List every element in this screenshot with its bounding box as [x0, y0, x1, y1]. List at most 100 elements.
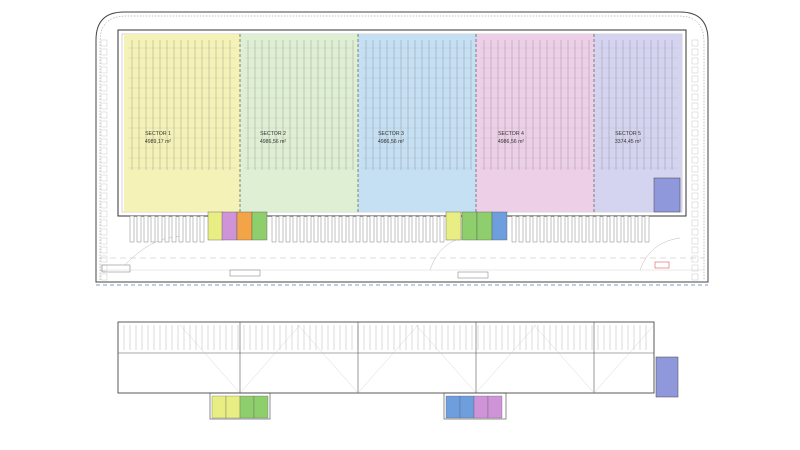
dock-bay: [313, 215, 319, 243]
dock-bay: [518, 215, 524, 243]
parking-bay-east: [691, 138, 699, 146]
parking-bay-west: [100, 48, 108, 56]
parking-bay-west: [100, 165, 108, 173]
mezzanine-office-room: [225, 395, 241, 419]
dock-bay: [143, 215, 149, 243]
dock-bay: [630, 215, 636, 243]
sector-2-area-label: 4986,56 m²: [260, 139, 287, 145]
dock-bay: [418, 215, 424, 243]
parking-bay-west: [100, 201, 108, 209]
parking-bay-west: [100, 255, 108, 263]
dock-bay: [609, 215, 615, 243]
office-room: [461, 211, 478, 241]
office-room: [251, 211, 268, 241]
mezzanine-office-room: [239, 395, 255, 419]
dock-bay: [278, 215, 284, 243]
parking-bay-east: [691, 93, 699, 101]
parking-bay-east: [691, 120, 699, 128]
loading-docks: [129, 215, 650, 243]
parking-bay-west: [100, 174, 108, 182]
parking-bay-east: [691, 228, 699, 236]
dock-bay: [185, 215, 191, 243]
sector-4-area: [476, 34, 594, 212]
dock-bay: [164, 215, 170, 243]
sector-5-office: [654, 178, 680, 212]
office-blocks: [207, 211, 508, 241]
parking-bay-west: [100, 57, 108, 65]
parking-bay-east: [691, 48, 699, 56]
dock-bay: [292, 215, 298, 243]
parking-bay-east: [691, 210, 699, 218]
mezzanine-office-room: [459, 395, 475, 419]
parking-bay-west: [100, 129, 108, 137]
dock-bay: [539, 215, 545, 243]
mezzanine-diagonal: [593, 324, 655, 394]
parking-bay-west: [100, 210, 108, 218]
dock-bay: [595, 215, 601, 243]
parking-bay-west: [100, 138, 108, 146]
parking-bay-east: [691, 192, 699, 200]
dock-bay: [574, 215, 580, 243]
sector-4-name: SECTOR 4: [498, 131, 524, 137]
dock-bay: [532, 215, 538, 243]
mezzanine-diagonal: [475, 324, 537, 394]
dock-bay: [376, 215, 382, 243]
parking-bay-east: [691, 174, 699, 182]
sector-1-area: [124, 34, 240, 212]
storage-racks: [128, 34, 678, 212]
dock-bay: [150, 215, 156, 243]
parking-bay-west: [100, 102, 108, 110]
parking-bay-west: [100, 39, 108, 47]
dock-bay: [171, 215, 177, 243]
dock-bay: [616, 215, 622, 243]
dock-bay: [271, 215, 277, 243]
parking-bay-west: [100, 120, 108, 128]
sector-1-area-label: 4989,17 m²: [145, 139, 172, 145]
dock-bay: [511, 215, 517, 243]
dock-bay: [397, 215, 403, 243]
sector-1-name: SECTOR 1: [145, 131, 171, 137]
parking-bay-west: [100, 84, 108, 92]
dock-bay: [334, 215, 340, 243]
parking-bay-east: [691, 264, 699, 272]
dock-bay: [525, 215, 531, 243]
mezzanine-office-room: [473, 395, 489, 419]
dock-bay: [355, 215, 361, 243]
dock-bay: [178, 215, 184, 243]
perimeter-fence: [99, 15, 705, 280]
office-room: [445, 211, 462, 241]
office-room: [221, 211, 238, 241]
mezzanine-diagonal: [415, 324, 477, 394]
sector-3-area: [358, 34, 476, 212]
parking-bay-west: [100, 228, 108, 236]
sector-5-area-label: 3374,45 m²: [615, 139, 642, 145]
mezzanine-diagonal: [297, 324, 359, 394]
dock-bay: [362, 215, 368, 243]
dock-bay: [432, 215, 438, 243]
parking-bay-west: [100, 219, 108, 227]
mezzanine-sector-5-office: [655, 356, 679, 398]
mezzanine-office-outline: [443, 392, 507, 420]
dock-bay: [320, 215, 326, 243]
site-outline: [95, 11, 709, 283]
dock-bay: [439, 215, 445, 243]
mezzanine-office-room: [253, 395, 269, 419]
dock-bay: [327, 215, 333, 243]
dock-bay: [192, 215, 198, 243]
mezzanine-diagonal: [239, 324, 301, 394]
parking-bay-west: [100, 93, 108, 101]
parking-bay-west: [100, 75, 108, 83]
dock-bay: [306, 215, 312, 243]
dock-bay: [644, 215, 650, 243]
dock-bay: [411, 215, 417, 243]
parking-bay-west: [100, 111, 108, 119]
parking-bay-west: [100, 66, 108, 74]
gatehouse: [101, 264, 131, 273]
fire-equipment-marker: [654, 261, 670, 269]
parking-bay-west: [100, 273, 108, 281]
parking-bay-east: [691, 102, 699, 110]
dock-bay: [136, 215, 142, 243]
office-room: [207, 211, 224, 241]
